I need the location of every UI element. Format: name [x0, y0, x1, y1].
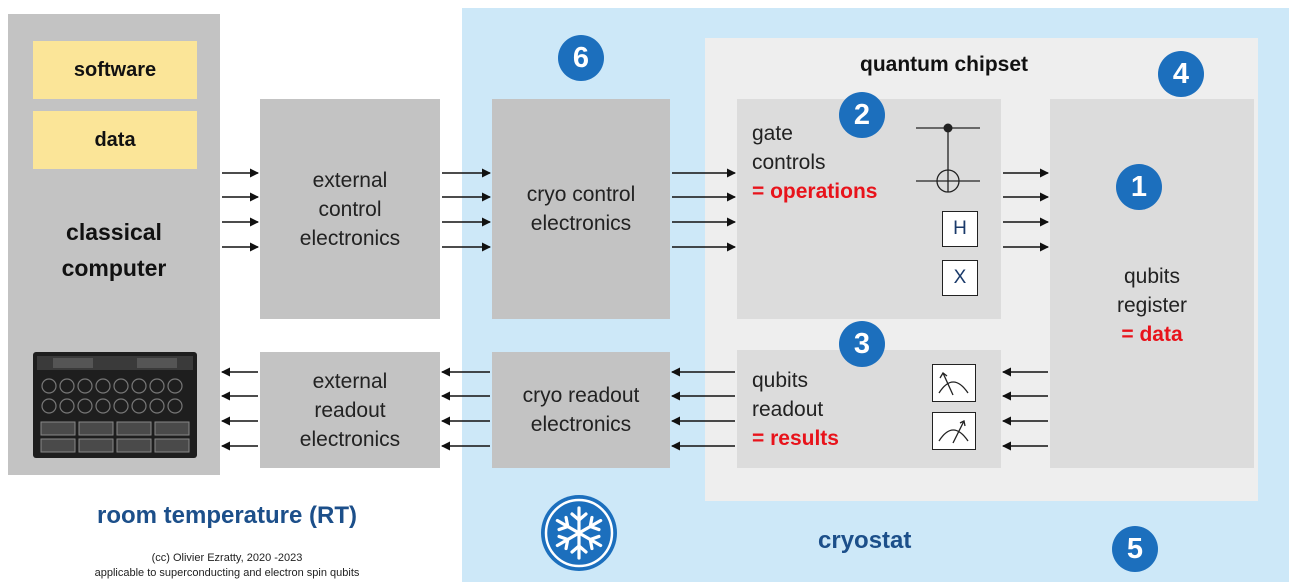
gate-controls-line2: controls: [752, 151, 826, 174]
gate-controls-label: gate controls = operations: [752, 119, 877, 206]
qubits-register-line2: register: [1116, 294, 1188, 317]
room-temperature-title: room temperature (RT): [96, 502, 358, 529]
credit-line2: applicable to superconducting and electr…: [94, 567, 360, 579]
hadamard-gate: H: [942, 211, 978, 247]
qubits-readout-line2: readout: [752, 398, 824, 421]
readout-arrows: [221, 367, 1048, 451]
qubits-readout-label: qubits readout = results: [752, 366, 839, 453]
measurement-meter-icon: [932, 364, 976, 402]
classical-label-line2: computer: [61, 255, 167, 281]
x-gate: X: [942, 260, 978, 296]
badge-5: 5: [1112, 526, 1158, 572]
results-highlight: = results: [752, 427, 839, 450]
quantum-chipset-title: quantum chipset: [860, 53, 1029, 76]
qubits-register-line1: qubits: [1123, 265, 1181, 288]
credit-text: (cc) Olivier Ezratty, 2020 -2023 applica…: [0, 551, 454, 581]
gate-controls-line1: gate: [752, 122, 793, 145]
badge-3: 3: [839, 321, 885, 367]
server-rack-image: [33, 352, 197, 458]
qubits-readout-line1: qubits: [752, 369, 809, 392]
badge-1: 1: [1116, 164, 1162, 210]
cryostat-title: cryostat: [818, 527, 912, 554]
snowflake-drawing: [541, 495, 617, 571]
credit-line1: (cc) Olivier Ezratty, 2020 -2023: [151, 552, 303, 564]
classical-computer-label: classical computer: [8, 214, 220, 286]
external-control-electronics: external control electronics: [260, 99, 440, 319]
cryo-control-electronics: cryo control electronics: [492, 99, 670, 319]
software-box: software: [33, 41, 197, 99]
badge-4: 4: [1158, 51, 1204, 97]
qubits-register-box: [1050, 99, 1254, 468]
cnot-gate-icon: [916, 123, 980, 193]
badge-2: 2: [839, 92, 885, 138]
server-rack-drawing: [37, 356, 193, 453]
data-box: data: [33, 111, 197, 169]
operations-highlight: = operations: [752, 180, 878, 203]
badge-6: 6: [558, 35, 604, 81]
cryo-readout-electronics: cryo readout electronics: [492, 352, 670, 468]
measurement-meter-icon: [932, 412, 976, 450]
meter-dial-drawing: [938, 420, 969, 444]
qubits-register-label: qubits register = data: [1050, 262, 1254, 349]
control-arrows: [222, 168, 1049, 252]
snowflake-icon: [538, 492, 620, 574]
data-highlight: = data: [1121, 323, 1183, 346]
external-readout-electronics: external readout electronics: [260, 352, 440, 468]
meter-dial-drawing: [938, 372, 969, 396]
classical-label-line1: classical: [66, 219, 162, 245]
